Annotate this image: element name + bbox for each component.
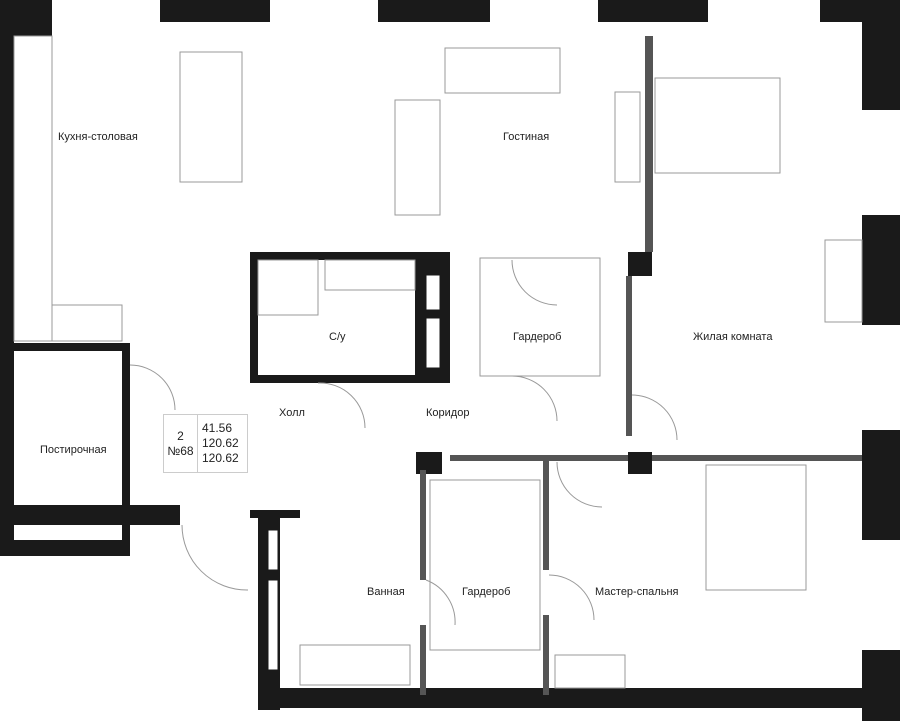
total-area: 120.62 xyxy=(202,436,239,450)
furniture xyxy=(13,35,863,689)
room-label-bathroom-small: С/у xyxy=(329,331,346,343)
living-area: 41.56 xyxy=(202,421,233,435)
partitions xyxy=(420,36,862,695)
total-area-2: 120.62 xyxy=(202,451,239,465)
apartment-info-box: 2 №68 41.56 120.62 120.62 xyxy=(163,414,248,473)
room-label-corridor: Коридор xyxy=(426,407,470,419)
rooms-count: 2 xyxy=(177,428,184,443)
apartment-number: №68 xyxy=(167,443,194,458)
room-label-wardrobe-1: Гардероб xyxy=(513,331,562,343)
room-label-laundry: Постирочная xyxy=(40,444,107,456)
room-label-living: Гостиная xyxy=(503,131,550,143)
room-label-kitchen: Кухня-столовая xyxy=(58,131,138,143)
room-label-wardrobe-2: Гардероб xyxy=(462,586,511,598)
room-label-hall: Холл xyxy=(279,407,305,419)
room-label-bathroom: Ванная xyxy=(367,586,405,598)
shaft-openings xyxy=(267,274,441,671)
room-label-living-room: Жилая комната xyxy=(693,331,773,343)
room-label-master-bedroom: Мастер-спальня xyxy=(595,586,679,598)
